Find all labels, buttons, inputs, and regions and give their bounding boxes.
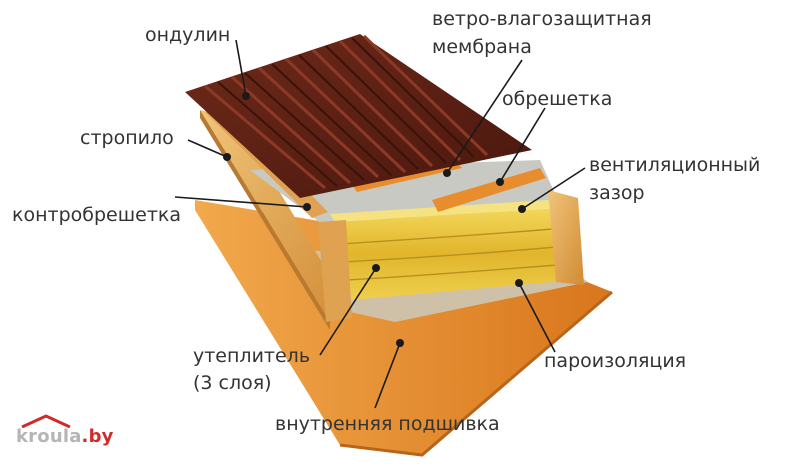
label-vent-line1: вентиляционный (589, 154, 761, 176)
leader-membrane (446, 59, 523, 174)
ondulin-shadows (217, 37, 475, 187)
dot-rafter (223, 153, 231, 161)
label-insulation-line1: утеплитель (193, 345, 311, 367)
label-membrane-line2: мембрана (432, 36, 532, 58)
dot-kontrobreshetka (303, 203, 311, 211)
label-vent-line2: зазор (589, 182, 645, 204)
rafter-left (200, 110, 352, 322)
insulation-layers (339, 227, 572, 281)
leader-kontrobreshetka (174, 196, 308, 208)
dot-vapor (515, 279, 523, 287)
dot-vent (518, 205, 526, 213)
rafter-right (548, 190, 584, 285)
batten-2 (432, 168, 546, 212)
logo-tld: .by (81, 426, 114, 447)
label-kontrobreshetka: контробрешетка (12, 204, 182, 226)
leader-vapor (518, 282, 556, 353)
insulation-top (330, 200, 560, 222)
front-beam (318, 220, 352, 322)
label-ondulin: ондулин (145, 24, 231, 46)
ondulin-sheet (185, 34, 532, 198)
logo-name: kroula (16, 426, 82, 447)
leader-vent (521, 167, 586, 210)
inner-lining-edge (339, 290, 613, 457)
rafter-left-side (200, 110, 330, 330)
label-inner: внутренняя подшивка (275, 413, 500, 435)
leader-dots (223, 92, 526, 347)
dot-inner (396, 339, 404, 347)
label-rafter: стропило (80, 127, 174, 149)
dot-insulation (372, 264, 380, 272)
leader-lines (174, 39, 586, 409)
logo-house-icon (21, 414, 71, 428)
label-obreshetka: обрешетка (502, 88, 613, 110)
leader-ondulin (235, 39, 247, 97)
leader-insulation (319, 267, 377, 356)
site-logo: kroula.by (16, 426, 114, 447)
leader-obreshetka (499, 107, 546, 183)
leader-inner (374, 342, 401, 409)
label-insulation-line2: (3 слоя) (193, 372, 272, 394)
label-membrane-line1: ветро-влагозащитная (432, 8, 652, 30)
ondulin-corrugations (204, 34, 489, 190)
label-vapor: пароизоляция (544, 350, 687, 372)
dot-membrane (443, 169, 451, 177)
leader-rafter (187, 139, 228, 158)
dot-obreshetka (496, 178, 504, 186)
dot-ondulin (242, 92, 250, 100)
